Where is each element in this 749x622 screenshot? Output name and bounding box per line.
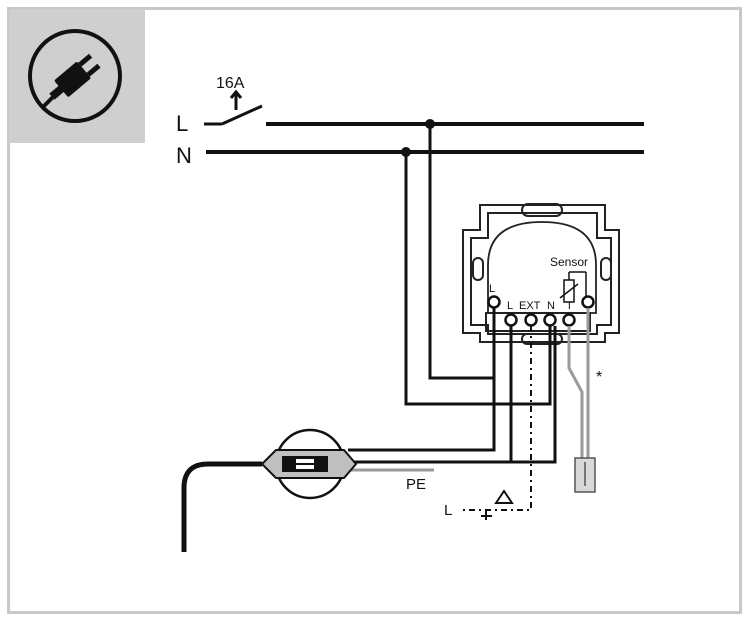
- terminal-l-upper: [487, 295, 501, 309]
- line-n-label: N: [176, 143, 192, 168]
- terminal-n-label: N: [547, 300, 555, 312]
- supply-wires: [404, 124, 552, 406]
- terminal-n: [543, 313, 557, 327]
- pe-label: PE: [406, 476, 426, 493]
- internal-sensor-icon: [559, 271, 587, 303]
- terminal-sensor: [581, 295, 595, 309]
- terminal-l-upper-label: L: [489, 283, 495, 295]
- terminal-t: [562, 313, 576, 327]
- sensor-note-asterisk: *: [596, 369, 602, 386]
- external-signal-triangle-icon: [481, 489, 514, 520]
- circuit-breaker-icon: [204, 89, 263, 126]
- heating-cable: [181, 461, 262, 552]
- terminal-ext-label: EXT: [519, 300, 541, 312]
- terminal-block: [487, 295, 595, 327]
- ext-l-label: L: [444, 502, 452, 519]
- sensor-label: Sensor: [550, 255, 588, 269]
- mains-wires: [206, 122, 644, 154]
- floor-sensor-probe-icon: [574, 457, 596, 493]
- terminal-l-label: L: [507, 300, 513, 312]
- thermostat-frame: [462, 203, 620, 345]
- plug-icon-panel: [9, 9, 145, 143]
- terminal-t-label: T: [566, 300, 573, 312]
- cable-connector-icon: [260, 428, 358, 500]
- terminal-ext: [524, 313, 538, 327]
- terminal-l: [504, 313, 518, 327]
- breaker-rating-label: 16A: [216, 75, 245, 92]
- load-wires: [348, 326, 557, 464]
- plug-icon: [28, 29, 122, 123]
- line-l-label: L: [176, 111, 188, 136]
- floor-sensor-leads: [567, 308, 590, 458]
